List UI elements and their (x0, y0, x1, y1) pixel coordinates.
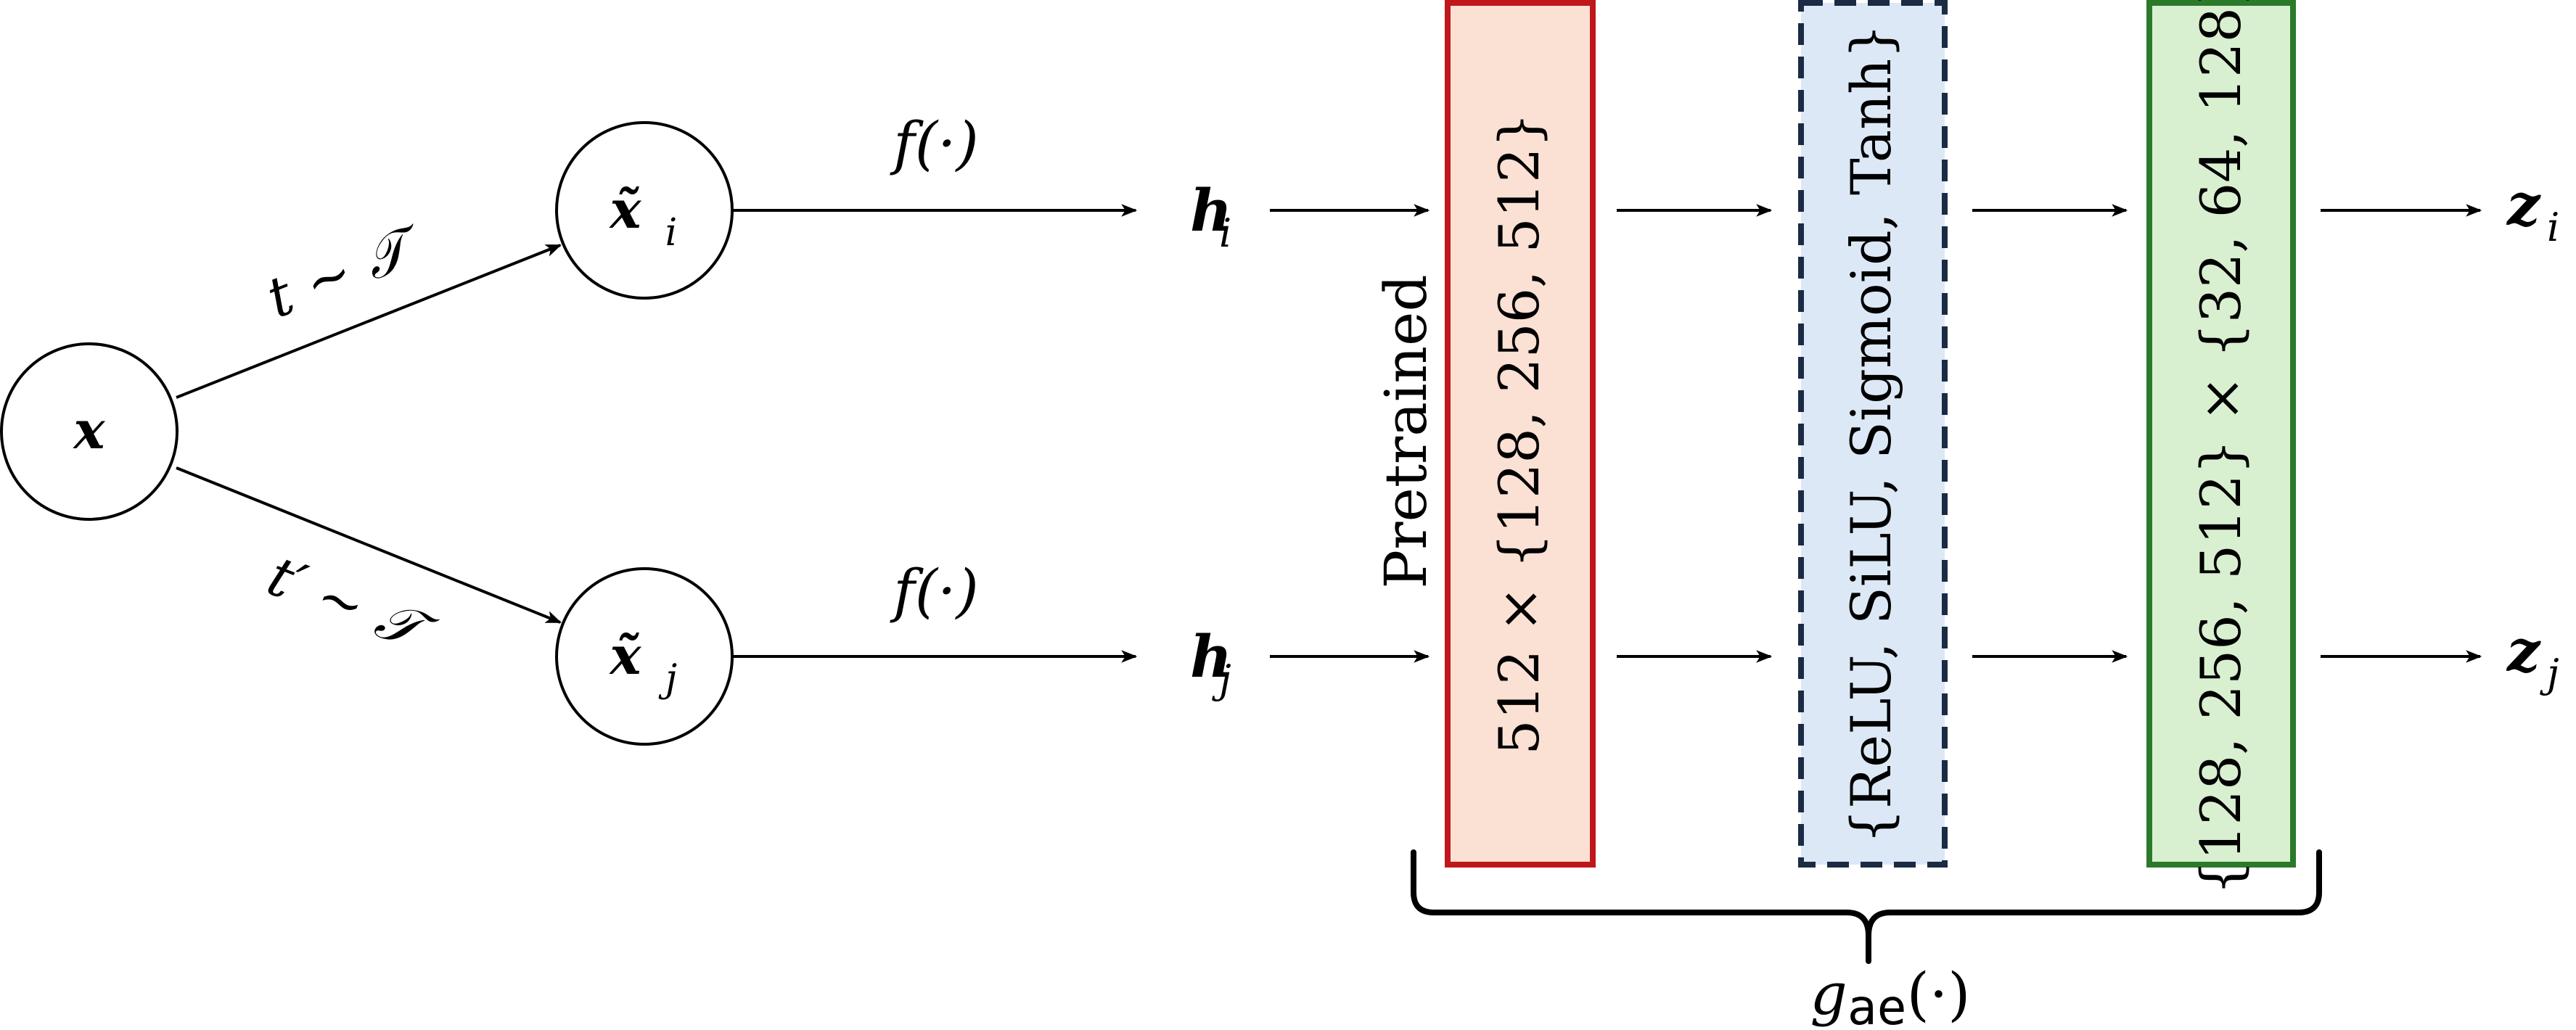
block-activation: {ReLU, SiLU, Sigmoid, Tanh} (1798, 0, 1948, 868)
augmented-node-j-symbol: x̃ (609, 625, 642, 686)
projection-head-brace (1411, 849, 2322, 964)
projection-head-label-subscript: ae (1847, 979, 1907, 1030)
output-z-i: z i (2506, 170, 2559, 250)
input-node: x (0, 342, 179, 521)
block-pretrained-linear: 512 × {128, 256, 512} (1445, 0, 1596, 868)
block-output-linear-label: {128, 256, 512} × {32, 64, 128} (2189, 0, 2253, 895)
augmentation-arrow-bottom (176, 466, 562, 624)
representation-h-j: h j (1190, 622, 1232, 702)
encoder-label-top: f(·) (890, 110, 978, 177)
augmented-node-i-symbol: x̃ (609, 178, 642, 240)
projection-head-label: gae(·) (1810, 960, 1971, 1030)
block-output-linear-box (2146, 0, 2296, 868)
projection-head-label-base: g (1810, 960, 1847, 1028)
block-pretrained-linear-box (1445, 0, 1596, 868)
representation-h-j-symbol: h (1190, 622, 1232, 691)
representation-h-i-subscript: i (1219, 210, 1231, 256)
input-node-label: x (73, 399, 106, 461)
block-activation-label: {ReLU, SiLU, Sigmoid, Tanh} (1839, 24, 1903, 844)
output-z-j: z j (2506, 617, 2559, 696)
augmentation-label-top: t ∼ 𝒯 (258, 211, 432, 330)
output-z-j-subscript: j (2540, 651, 2559, 696)
encoder-label-bottom: f(·) (890, 557, 978, 625)
block-output-linear: {128, 256, 512} × {32, 64, 128} (2146, 0, 2296, 895)
output-z-j-symbol: z (2506, 617, 2541, 685)
augmentation-label-bottom: t′ ∼ 𝒯 (259, 543, 445, 667)
output-z-i-subscript: i (2547, 205, 2559, 250)
pretrained-label: Pretrained (1372, 274, 1440, 588)
projection-head-label-args: (·) (1907, 960, 1971, 1028)
representation-h-i: h i (1190, 176, 1232, 256)
block-pretrained-linear-label: 512 × {128, 256, 512} (1487, 112, 1551, 755)
output-z-i-symbol: z (2506, 170, 2541, 239)
augmented-node-i-subscript: i (665, 211, 678, 255)
augmented-node-j: x̃ j (555, 567, 734, 746)
augmentation-arrow-top (176, 244, 562, 399)
block-activation-box (1798, 0, 1948, 868)
augmented-node-i: x̃ i (555, 121, 734, 300)
representation-h-i-symbol: h (1190, 176, 1232, 244)
